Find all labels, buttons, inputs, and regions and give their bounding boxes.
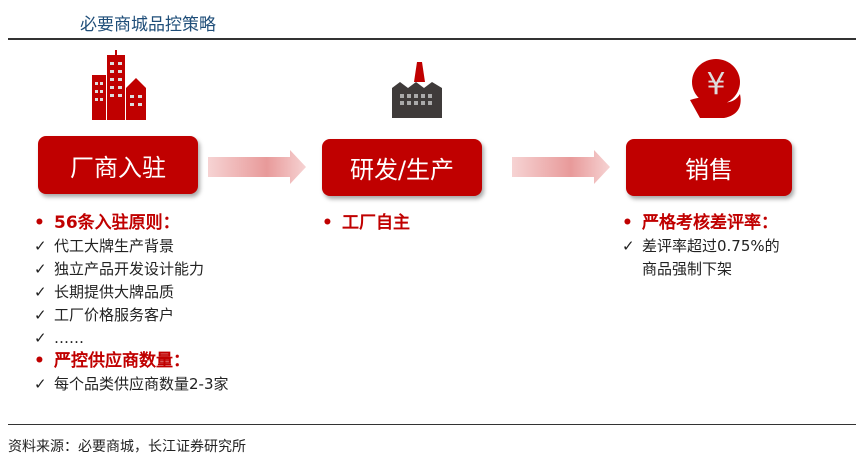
stage-label: 研发/生产: [349, 156, 455, 184]
list-heading: 56条入驻原则：: [54, 213, 180, 233]
entry-list: •56条入驻原则： ✓代工大牌生产背景 ✓独立产品开发设计能力 ✓长期提供大牌品…: [34, 213, 229, 393]
list-item: ……: [54, 329, 84, 347]
stage-entry-box: 厂商入驻: [38, 136, 198, 194]
list-item: 商品强制下架: [642, 260, 733, 278]
list-item: 代工大牌生产背景: [54, 237, 175, 255]
svg-text:¥: ¥: [706, 67, 725, 102]
list-heading: 严控供应商数量：: [54, 351, 190, 371]
source-note: 资料来源：必要商城，长江证券研究所: [8, 439, 246, 455]
title-divider: [8, 38, 856, 40]
footer-divider: [8, 424, 856, 425]
sales-list: •严格考核差评率： ✓差评率超过0.75%的 商品强制下架: [622, 213, 780, 278]
production-list: •工厂自主: [322, 213, 410, 233]
stage-sales-box: 销售: [626, 139, 792, 196]
stage-label: 厂商入驻: [70, 153, 166, 182]
page-title: 必要商城品控策略: [80, 15, 216, 35]
yen-hand-icon: ¥: [690, 59, 741, 118]
list-item: 工厂价格服务客户: [54, 306, 175, 324]
factory-icon: [392, 62, 442, 118]
list-item: 长期提供大牌品质: [54, 283, 175, 301]
list-item: 独立产品开发设计能力: [54, 260, 205, 278]
stage-production-box: 研发/生产: [322, 139, 482, 196]
arrow-right-icon: [208, 150, 306, 184]
list-item: 差评率超过0.75%的: [642, 237, 780, 255]
list-heading: 严格考核差评率：: [642, 213, 778, 233]
buildings-icon: [92, 50, 146, 120]
list-item: 每个品类供应商数量2-3家: [54, 375, 229, 393]
list-heading: 工厂自主: [342, 213, 410, 233]
arrow-right-icon: [512, 150, 610, 184]
stage-label: 销售: [685, 156, 733, 184]
